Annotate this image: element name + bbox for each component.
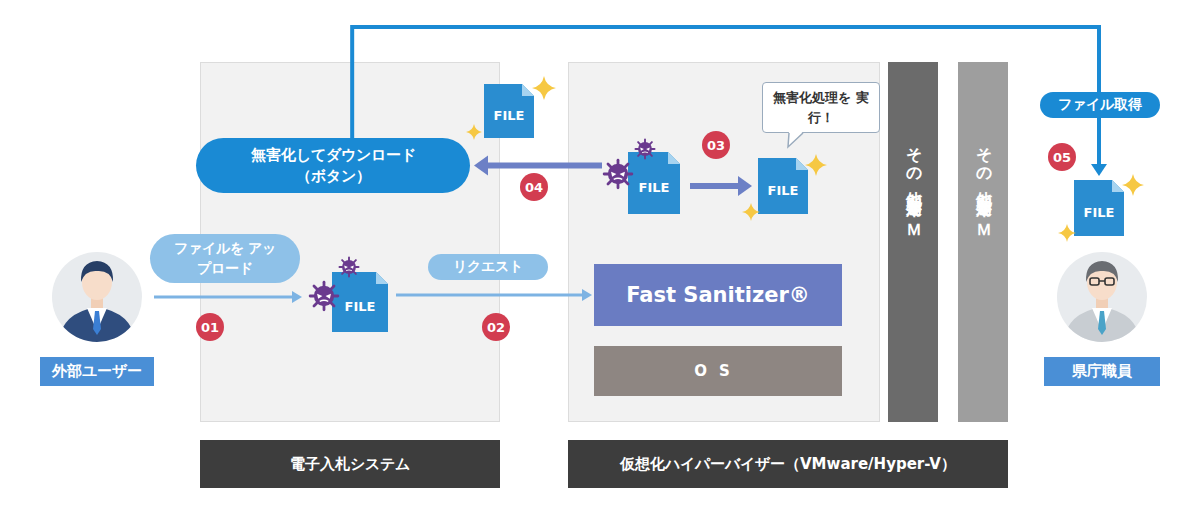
download-button: 無害化してダウンロード （ボタン） bbox=[196, 138, 470, 193]
file-icon: FILE bbox=[758, 158, 808, 214]
arrow-head bbox=[1091, 164, 1107, 176]
virus-icon bbox=[604, 160, 632, 188]
tie bbox=[1098, 311, 1106, 335]
file-label: FILE bbox=[1074, 184, 1124, 240]
user-figure bbox=[58, 261, 136, 345]
edge-label: リクエスト bbox=[433, 257, 543, 277]
hair bbox=[81, 261, 113, 282]
connector-line bbox=[154, 296, 292, 299]
product-box: Fast Sanitizer® bbox=[594, 264, 842, 326]
edge-label: ファイルを アップロード bbox=[170, 239, 280, 278]
file-label: FILE bbox=[484, 88, 534, 142]
arrow-connector bbox=[154, 291, 302, 303]
connector-line bbox=[690, 183, 738, 189]
connector-line bbox=[352, 27, 1099, 164]
virus-icon bbox=[635, 139, 654, 158]
file-fold bbox=[796, 158, 808, 170]
speech-bubble: 無害化処理を 実行！ bbox=[762, 82, 880, 133]
vm-column: その他顧客運用ＶＭ bbox=[958, 62, 1008, 422]
suit bbox=[58, 307, 136, 345]
box-label: OS bbox=[694, 362, 742, 380]
sparkle-icon bbox=[805, 154, 827, 176]
edge-label: ファイル取得 bbox=[1042, 95, 1158, 115]
connector-line bbox=[396, 294, 582, 297]
callout-number: 04 bbox=[520, 173, 548, 201]
virus-icon bbox=[310, 282, 338, 310]
sparkle-icon bbox=[466, 124, 482, 140]
vm-column: その他顧客運用ＶＭ bbox=[888, 62, 938, 422]
file-label: FILE bbox=[332, 276, 388, 336]
file-fold bbox=[376, 272, 388, 284]
sparkle-icon bbox=[1058, 224, 1076, 242]
arrow-connector bbox=[352, 27, 1107, 176]
callout-number: 03 bbox=[702, 131, 730, 159]
virus-icon bbox=[339, 257, 358, 276]
file-icon: FILE bbox=[1074, 180, 1124, 236]
arrow-connector bbox=[396, 289, 592, 301]
actor-label: 外部ユーザー bbox=[40, 357, 154, 386]
callout-number: 05 bbox=[1048, 143, 1076, 171]
arrow-connector bbox=[690, 176, 752, 196]
sparkle-icon bbox=[532, 76, 556, 100]
arrow-connector bbox=[474, 156, 602, 176]
os-box: OS bbox=[594, 346, 842, 396]
hypervisor-panel: 仮想化ハイパーバイザー（VMware/Hyper-V） 無害化処理を 実行！ FIL… bbox=[568, 62, 1008, 488]
actor-label: 県庁職員 bbox=[1044, 357, 1160, 386]
file-fold bbox=[668, 152, 680, 164]
file-fold bbox=[1112, 180, 1124, 192]
file-label: FILE bbox=[758, 162, 808, 218]
system-label-bar: 仮想化ハイパーバイザー（VMware/Hyper-V） bbox=[568, 440, 1008, 488]
file-fold bbox=[522, 84, 534, 96]
edge-label-pill: リクエスト bbox=[428, 254, 548, 280]
arrow-head bbox=[474, 156, 488, 176]
bubble-tail bbox=[788, 132, 803, 148]
staff-figure bbox=[1063, 261, 1141, 345]
box-label: Fast Sanitizer® bbox=[626, 283, 810, 307]
callout-number: 02 bbox=[482, 313, 510, 341]
bubble-tail-outline bbox=[788, 133, 803, 147]
arrow-head bbox=[738, 176, 752, 196]
callout-number: 01 bbox=[196, 313, 224, 341]
edge-label-pill: ファイル取得 bbox=[1040, 92, 1160, 118]
file-icon: FILE bbox=[484, 84, 534, 138]
connector-line bbox=[488, 163, 602, 169]
file-label: FILE bbox=[628, 156, 680, 218]
tie bbox=[93, 311, 101, 335]
sparkle-icon bbox=[742, 203, 760, 221]
vm-label: その他顧客運用ＶＭ bbox=[958, 136, 1008, 416]
arrow-head bbox=[582, 289, 592, 301]
system-label-bar: 電子入札システム bbox=[200, 440, 500, 488]
arrow-head bbox=[292, 291, 302, 303]
button-label: 無害化してダウンロード （ボタン） bbox=[233, 145, 433, 187]
bubble-text: 無害化処理を 実行！ bbox=[771, 88, 871, 127]
edge-label-pill: ファイルを アップロード bbox=[150, 234, 300, 283]
sparkle-icon bbox=[1122, 174, 1144, 196]
suit bbox=[1063, 307, 1141, 345]
vm-label: その他顧客運用ＶＭ bbox=[888, 136, 938, 416]
glasses bbox=[1090, 278, 1114, 285]
